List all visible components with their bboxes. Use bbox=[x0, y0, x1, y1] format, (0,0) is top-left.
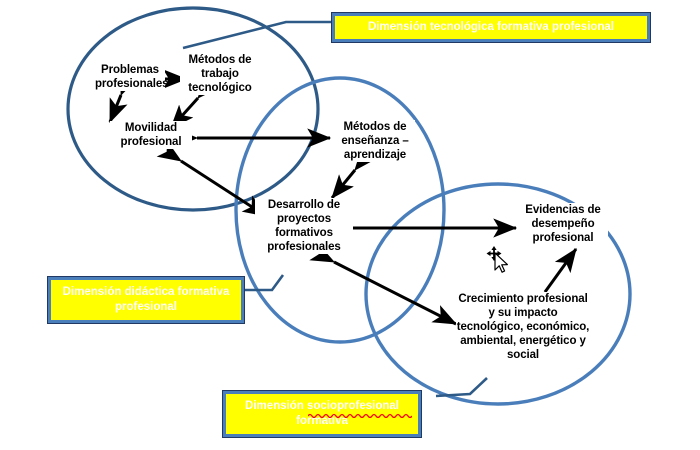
node-label: Desarrollo de proyectos formativos profe… bbox=[267, 199, 341, 254]
node-label: Problemas profesionales bbox=[95, 64, 169, 91]
node-label: Métodos de enseñanza – aprendizaje bbox=[341, 121, 409, 162]
move-cursor-icon bbox=[486, 246, 508, 273]
arrow-movilidad-desarrollo bbox=[156, 140, 268, 218]
node-label: Métodos de trabajo tecnológico bbox=[188, 54, 252, 95]
node-evidencias-desempeno: Evidencias de desempeño profesional bbox=[518, 203, 608, 246]
arrow-desarrollo-crecimiento bbox=[309, 243, 458, 326]
label-text-tecnologica: Dimensión tecnológica formativa profesio… bbox=[335, 16, 647, 39]
label-text-didactica: Dimensión didáctica formativa profesiona… bbox=[51, 280, 241, 320]
arrow-crecimiento-evidencias bbox=[523, 248, 578, 317]
label-box-tecnologica[interactable]: Dimensión tecnológica formativa profesio… bbox=[331, 12, 651, 43]
arrow-metodosensenanza-desarrollo bbox=[330, 146, 377, 199]
node-metodos-trabajo: Métodos de trabajo tecnológico bbox=[180, 53, 260, 96]
leader-line-didactica bbox=[244, 274, 285, 292]
node-movilidad-profesional: Movilidad profesional bbox=[110, 121, 192, 150]
label-box-didactica[interactable]: Dimensión didáctica formativa profesiona… bbox=[47, 276, 245, 324]
leader-line-socioprofesional bbox=[435, 377, 488, 398]
circle-tecnologica bbox=[66, 6, 320, 212]
node-label: Movilidad profesional bbox=[120, 122, 182, 149]
node-desarrollo-proyectos: Desarrollo de proyectos formativos profe… bbox=[255, 198, 353, 255]
node-metodos-ensenanza: Métodos de enseñanza – aprendizaje bbox=[335, 120, 415, 163]
spellcheck-underline-icon bbox=[308, 413, 412, 418]
node-label: Evidencias de desempeño profesional bbox=[525, 204, 601, 245]
label-box-socioprofesional[interactable]: Dimensión socioprofesional formativa bbox=[222, 390, 422, 438]
node-problemas-profesionales: Problemas profesionales bbox=[95, 63, 169, 92]
label-text-socioprofesional: Dimensión socioprofesional formativa bbox=[226, 394, 418, 434]
node-label: Crecimiento profesional y su impacto tec… bbox=[456, 293, 590, 362]
leader-line-tecnologica bbox=[182, 20, 332, 50]
node-crecimiento-profesional: Crecimiento profesional y su impacto tec… bbox=[456, 292, 590, 363]
arrow-problemas-movilidad bbox=[108, 70, 139, 124]
